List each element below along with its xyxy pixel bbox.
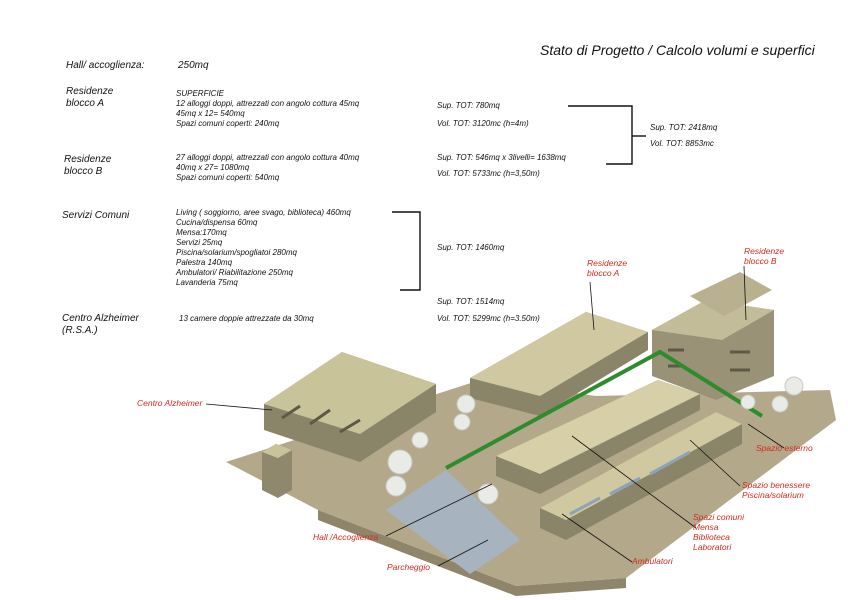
parking-area	[386, 470, 520, 574]
annotation-centro-alzheimer: Centro Alzheimer	[137, 398, 203, 408]
page-title: Stato di Progetto / Calcolo volumi e sup…	[540, 42, 815, 58]
detail-line: Cucina/dispensa 60mq	[176, 218, 258, 227]
annotation-line: Residenze	[744, 246, 785, 256]
alzheimer-label-line: Centro Alzheimer	[62, 313, 139, 324]
detail-line: Servizi 25mq	[176, 238, 223, 247]
detail-line: Lavanderia 75mq	[176, 278, 238, 287]
ground-slab-edge	[318, 510, 626, 596]
detail-line: Mensa:170mq	[176, 228, 227, 237]
residenze-b-details: 27 alloggi doppi, attrezzati con angolo …	[176, 153, 359, 183]
bracket-residenze	[568, 105, 633, 165]
detail-line: Ambulatori/ Riabilitazione 250mq	[176, 268, 293, 277]
annotation-spazio-benessere: Spazio benessere Piscina/solarium	[742, 480, 810, 500]
residenze-b-roof	[652, 300, 774, 340]
annotation-ambulatori: Ambulatori	[632, 556, 673, 566]
annotation-parcheggio: Parcheggio	[387, 562, 431, 572]
spazi-comuni-roof	[496, 380, 700, 474]
residenze-b-label-line: blocco B	[64, 166, 103, 177]
totale-sup: Sup. TOT: 2418mq	[650, 123, 718, 132]
bracket-servizi	[392, 211, 421, 291]
alzheimer-building-roof	[264, 352, 436, 434]
hall-value: 250mq	[178, 60, 209, 71]
alzheimer-label: Centro Alzheimer (R.S.A.)	[62, 313, 139, 337]
residenze-a-label-line: Residenze	[66, 86, 114, 97]
servizi-details: Living ( soggiorno, aree svago, bibliote…	[176, 208, 351, 288]
leader-lines	[205, 265, 785, 567]
detail-line: 27 alloggi doppi, attrezzati con angolo …	[176, 153, 360, 162]
detail-line: 12 alloggi doppi, attrezzati con angolo …	[176, 99, 360, 108]
annotation-line: Spazio benessere	[742, 480, 811, 490]
servizi-sup: Sup. TOT: 1460mq	[437, 243, 505, 252]
detail-line: Piscina/solarium/spogliatoi 280mq	[176, 248, 297, 257]
annotation-residenze-b: Residenze blocco B	[744, 246, 784, 266]
annotation-spazio-esterno: Spazio esterno	[756, 443, 813, 453]
alzheimer-sup: Sup. TOT: 1514mq	[437, 297, 505, 306]
residenze-a-label: Residenze blocco A	[66, 86, 113, 110]
annotation-line: Laboratori	[693, 542, 732, 552]
detail-line: Palestra 140mq	[176, 258, 233, 267]
detail-line: Spazi comuni coperti: 240mq	[176, 119, 280, 128]
annotation-line: Biblioteca	[693, 532, 730, 542]
annotation-line: Spazi comuni	[693, 512, 745, 522]
hall-label: Hall/ accoglienza:	[66, 60, 145, 71]
detail-line: Spazi comuni coperti: 540mq	[176, 173, 280, 182]
annotation-spazi-comuni: Spazi comuni Mensa Biblioteca Laboratori	[693, 512, 744, 552]
alzheimer-vol: Vol. TOT: 5299mc (h=3.50m)	[437, 314, 540, 323]
alzheimer-label-line: (R.S.A.)	[62, 325, 98, 336]
alzheimer-details: 13 camere doppie attrezzate da 30mq	[179, 314, 314, 323]
detail-line: SUPERFICIE	[176, 89, 225, 98]
annotation-line: Piscina/solarium	[742, 490, 804, 500]
annotation-residenze-a: Residenze blocco A	[587, 258, 627, 278]
annotation-hall: Hall /Accoglienza	[313, 532, 379, 542]
detail-line: 40mq x 27= 1080mq	[176, 163, 250, 172]
residenze-a-details: SUPERFICIE 12 alloggi doppi, attrezzati …	[176, 89, 359, 129]
green-path	[445, 349, 764, 470]
annotation-line: blocco A	[587, 268, 620, 278]
residenze-b-label-line: Residenze	[64, 154, 112, 165]
residenze-a-sup: Sup. TOT: 780mq	[437, 101, 500, 110]
tower	[262, 444, 292, 498]
annotation-line: Mensa	[693, 522, 719, 532]
servizi-label: Servizi Comuni	[62, 210, 130, 221]
detail-line: Living ( soggiorno, aree svago, bibliote…	[176, 208, 351, 217]
residenze-a-roof	[470, 312, 648, 396]
residenze-a-label-line: blocco A	[66, 98, 104, 109]
residenze-a-vol: Vol. TOT: 3120mc (h=4m)	[437, 119, 529, 128]
annotation-line: Residenze	[587, 258, 628, 268]
residenze-b-label: Residenze blocco B	[64, 154, 111, 178]
detail-line: 45mq x 12= 540mq	[176, 109, 245, 118]
totale-vol: Vol. TOT: 8853mc	[650, 139, 714, 148]
residenze-b-vol: Vol. TOT: 5733mc (h=3,50m)	[437, 169, 540, 178]
residenze-b-sup: Sup. TOT: 546mq x 3livelli= 1638mq	[437, 153, 566, 162]
annotation-line: blocco B	[744, 256, 777, 266]
trees	[385, 376, 804, 505]
benessere-roof	[540, 412, 742, 520]
